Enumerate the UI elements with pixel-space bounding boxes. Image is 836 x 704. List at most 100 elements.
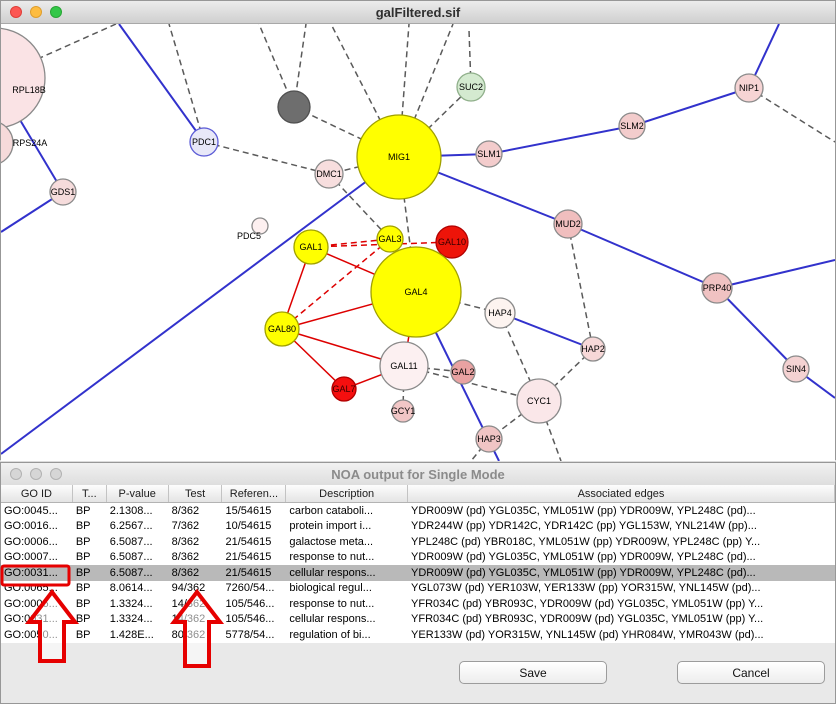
table-cell: GO:0006... xyxy=(4,535,58,548)
table-cell: YFR034C (pd) YBR093C, YDR009W (pd) YGL03… xyxy=(411,597,764,610)
table-cell: 94/362 xyxy=(171,582,206,595)
table-cell: GO:0065... xyxy=(4,582,58,595)
graph-node-PDC1[interactable] xyxy=(189,127,219,157)
table-cell: GO:0007... xyxy=(4,551,58,564)
table-cell: BP xyxy=(75,504,91,517)
graph-edge[interactable] xyxy=(1,156,400,455)
graph-node-MUD2[interactable] xyxy=(553,209,583,239)
graph-node-GAL80[interactable] xyxy=(264,311,300,347)
column-header-description[interactable]: Description xyxy=(286,485,409,502)
close-button[interactable] xyxy=(10,6,22,18)
graph-node-GAL2[interactable] xyxy=(450,359,476,385)
column-header-associated-edges[interactable]: Associated edges xyxy=(408,485,835,502)
table-cell: GO:0031... xyxy=(4,613,58,626)
graph-node-label: SIN4 xyxy=(786,364,806,374)
cancel-button[interactable]: Cancel xyxy=(677,661,825,684)
table-cell: 8.0614... xyxy=(109,582,153,595)
close-button[interactable] xyxy=(10,468,22,480)
table-cell: BP xyxy=(75,613,91,626)
graph-edge[interactable] xyxy=(203,141,330,175)
minimize-button[interactable] xyxy=(30,468,42,480)
graph-node-GAL1[interactable] xyxy=(293,229,329,265)
graph-edge[interactable] xyxy=(328,173,391,240)
column-header-referen-[interactable]: Referen... xyxy=(222,485,287,502)
column-header-test[interactable]: Test xyxy=(169,485,223,502)
table-cell: GO:0045... xyxy=(4,504,58,517)
graph-node-GDS1[interactable] xyxy=(49,178,77,206)
table-cell: protein import i... xyxy=(289,520,372,533)
graph-edge[interactable] xyxy=(281,238,391,330)
graph-node-label: HAP4 xyxy=(488,308,512,318)
graph-node-PRP40[interactable] xyxy=(701,272,733,304)
graph-node-PDC5[interactable] xyxy=(251,217,269,235)
table-cell: BP xyxy=(75,566,91,579)
graph-node-unnamed-dark[interactable] xyxy=(277,90,311,124)
table-cell: 21/54615 xyxy=(225,535,272,548)
table-cell: GO:0050... xyxy=(4,628,58,641)
graph-node-SLM1[interactable] xyxy=(475,140,503,168)
noa-window-titlebar[interactable]: NOA output for Single Mode xyxy=(1,463,835,486)
graph-node-HAP3[interactable] xyxy=(475,425,503,453)
graph-node-GAL11[interactable] xyxy=(379,341,429,391)
column-header-p-value[interactable]: P-value xyxy=(107,485,169,502)
network-window-titlebar[interactable]: galFiltered.sif xyxy=(1,1,835,24)
graph-node-label: PDC5 xyxy=(237,231,261,241)
table-cell: carbon cataboli... xyxy=(289,504,374,517)
graph-node-HAP2[interactable] xyxy=(580,336,606,362)
graph-edge[interactable] xyxy=(499,312,540,402)
graph-node-CYC1[interactable] xyxy=(516,378,562,424)
graph-node-NIP1[interactable] xyxy=(734,73,764,103)
graph-node-label: MIG1 xyxy=(388,152,410,162)
window-controls xyxy=(10,6,62,18)
graph-node-MIG1[interactable] xyxy=(356,114,442,200)
table-cell: regulation of bi... xyxy=(289,628,371,641)
graph-edge[interactable] xyxy=(499,312,594,350)
graph-node-SLM2[interactable] xyxy=(618,112,646,140)
graph-node-DMC1[interactable] xyxy=(314,159,344,189)
zoom-button[interactable] xyxy=(50,468,62,480)
graph-edge[interactable] xyxy=(118,24,205,143)
table-cell: BP xyxy=(75,597,91,610)
graph-node-RPS24A[interactable] xyxy=(1,121,14,165)
table-cell: 10/54615 xyxy=(225,520,272,533)
table-cell: 14/362 xyxy=(171,597,206,610)
graph-node-label: RPL18B xyxy=(12,85,46,95)
graph-edge[interactable] xyxy=(567,223,594,350)
table-cell: 1.428E... xyxy=(109,628,154,641)
graph-edge[interactable] xyxy=(168,24,205,143)
graph-node-GCY1[interactable] xyxy=(391,399,415,423)
graph-node-SUC2[interactable] xyxy=(456,72,486,102)
graph-node-label: GAL4 xyxy=(404,287,427,297)
graph-edge[interactable] xyxy=(716,287,797,370)
save-button[interactable]: Save xyxy=(459,661,607,684)
graph-node-HAP4[interactable] xyxy=(484,297,516,329)
graph-node-SIN4[interactable] xyxy=(782,355,810,383)
graph-node-RPL18B[interactable] xyxy=(1,27,46,129)
graph-edge[interactable] xyxy=(398,86,472,158)
graph-edge[interactable] xyxy=(748,87,835,143)
graph-node-GAL10[interactable] xyxy=(435,225,469,259)
graph-node-label: GAL10 xyxy=(438,237,466,247)
graph-edge[interactable] xyxy=(631,87,750,127)
graph-edge[interactable] xyxy=(567,223,718,289)
graph-node-GAL7[interactable] xyxy=(331,376,357,402)
zoom-button[interactable] xyxy=(50,6,62,18)
column-header-t-[interactable]: T... xyxy=(73,485,107,502)
minimize-button[interactable] xyxy=(30,6,42,18)
graph-node-GAL3[interactable] xyxy=(376,225,404,253)
column-header-go-id[interactable]: GO ID xyxy=(1,485,73,502)
graph-edge[interactable] xyxy=(716,259,835,289)
graph-node-GAL4[interactable] xyxy=(370,246,462,338)
graph-edge[interactable] xyxy=(488,125,633,155)
